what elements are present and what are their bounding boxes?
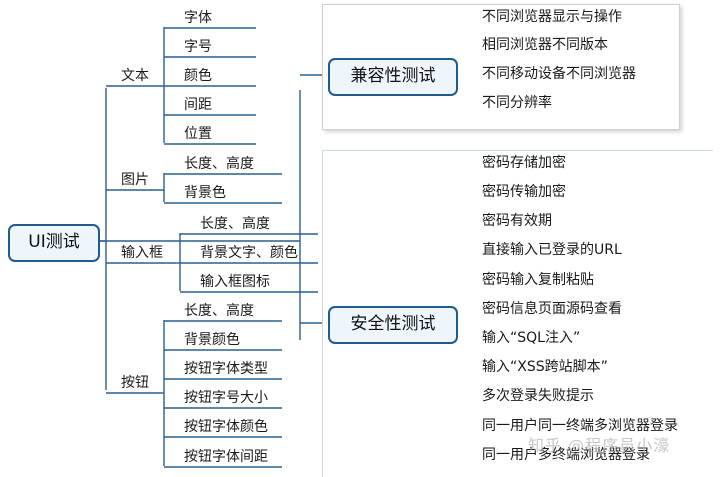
leaf-3-2: 按钮字体类型 — [184, 361, 268, 377]
compat-item-0: 不同浏览器显示与操作 — [482, 9, 622, 25]
leaf-3-4: 按钮字体颜色 — [184, 419, 268, 435]
leaf-3-1: 背景颜色 — [184, 332, 240, 348]
compat-node: 兼容性测试 — [328, 58, 458, 96]
compat-item-3: 不同分辨率 — [482, 95, 552, 111]
security-node: 安全性测试 — [328, 306, 458, 344]
leaf-0-3: 间距 — [184, 97, 212, 113]
group-label-2: 输入框 — [121, 245, 163, 261]
security-item-9: 同一用户同一终端多浏览器登录 — [482, 418, 678, 434]
leaf-2-1: 背景文字、颜色 — [200, 245, 298, 261]
compat-item-1: 相同浏览器不同版本 — [482, 37, 608, 53]
compat-item-2: 不同移动设备不同浏览器 — [482, 66, 636, 82]
leaf-0-1: 字号 — [184, 39, 212, 55]
group-label-0: 文本 — [121, 68, 149, 84]
security-item-3: 直接输入已登录的URL — [482, 242, 622, 258]
leaf-3-3: 按钮字号大小 — [184, 390, 268, 406]
leaf-1-0: 长度、高度 — [184, 156, 254, 172]
leaf-2-2: 输入框图标 — [200, 274, 270, 290]
group-label-3: 按钮 — [121, 375, 149, 391]
leaf-0-4: 位置 — [184, 126, 212, 142]
leaf-2-0: 长度、高度 — [200, 216, 270, 232]
security-item-1: 密码传输加密 — [482, 184, 566, 200]
group-label-1: 图片 — [121, 172, 149, 188]
leaf-1-1: 背景色 — [184, 185, 226, 201]
root-node: UI测试 — [8, 224, 100, 262]
security-item-5: 密码信息页面源码查看 — [482, 301, 622, 317]
security-item-7: 输入“XSS跨站脚本” — [482, 359, 608, 375]
security-item-2: 密码有效期 — [482, 213, 552, 229]
security-item-6: 输入“SQL注入” — [482, 330, 581, 346]
leaf-3-5: 按钮字体间距 — [184, 449, 268, 465]
leaf-0-2: 颜色 — [184, 68, 212, 84]
security-item-0: 密码存储加密 — [482, 155, 566, 171]
security-item-4: 密码输入复制粘贴 — [482, 272, 594, 288]
leaf-0-0: 字体 — [184, 10, 212, 26]
leaf-3-0: 长度、高度 — [184, 303, 254, 319]
security-item-10: 同一用户多终端浏览器登录 — [482, 447, 650, 463]
security-item-8: 多次登录失败提示 — [482, 388, 594, 404]
watermark: 知乎 @程序员小濠 — [528, 436, 671, 455]
